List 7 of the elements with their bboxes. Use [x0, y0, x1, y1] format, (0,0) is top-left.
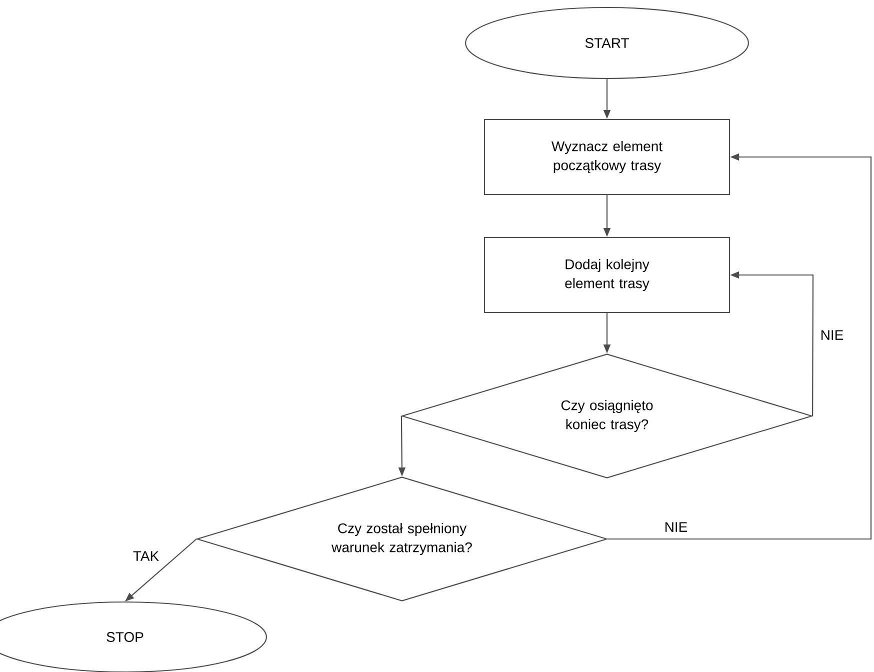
process-box: Wyznacz element początkowy trasy	[484, 118, 730, 196]
stop-terminator: STOP	[0, 601, 267, 672]
edge-label: NIE	[819, 329, 845, 341]
process-box: Dodaj kolejny element trasy	[484, 236, 730, 314]
edge-label: NIE	[663, 521, 689, 533]
edge-label: TAK	[132, 550, 160, 562]
start-terminator: START	[465, 6, 749, 80]
